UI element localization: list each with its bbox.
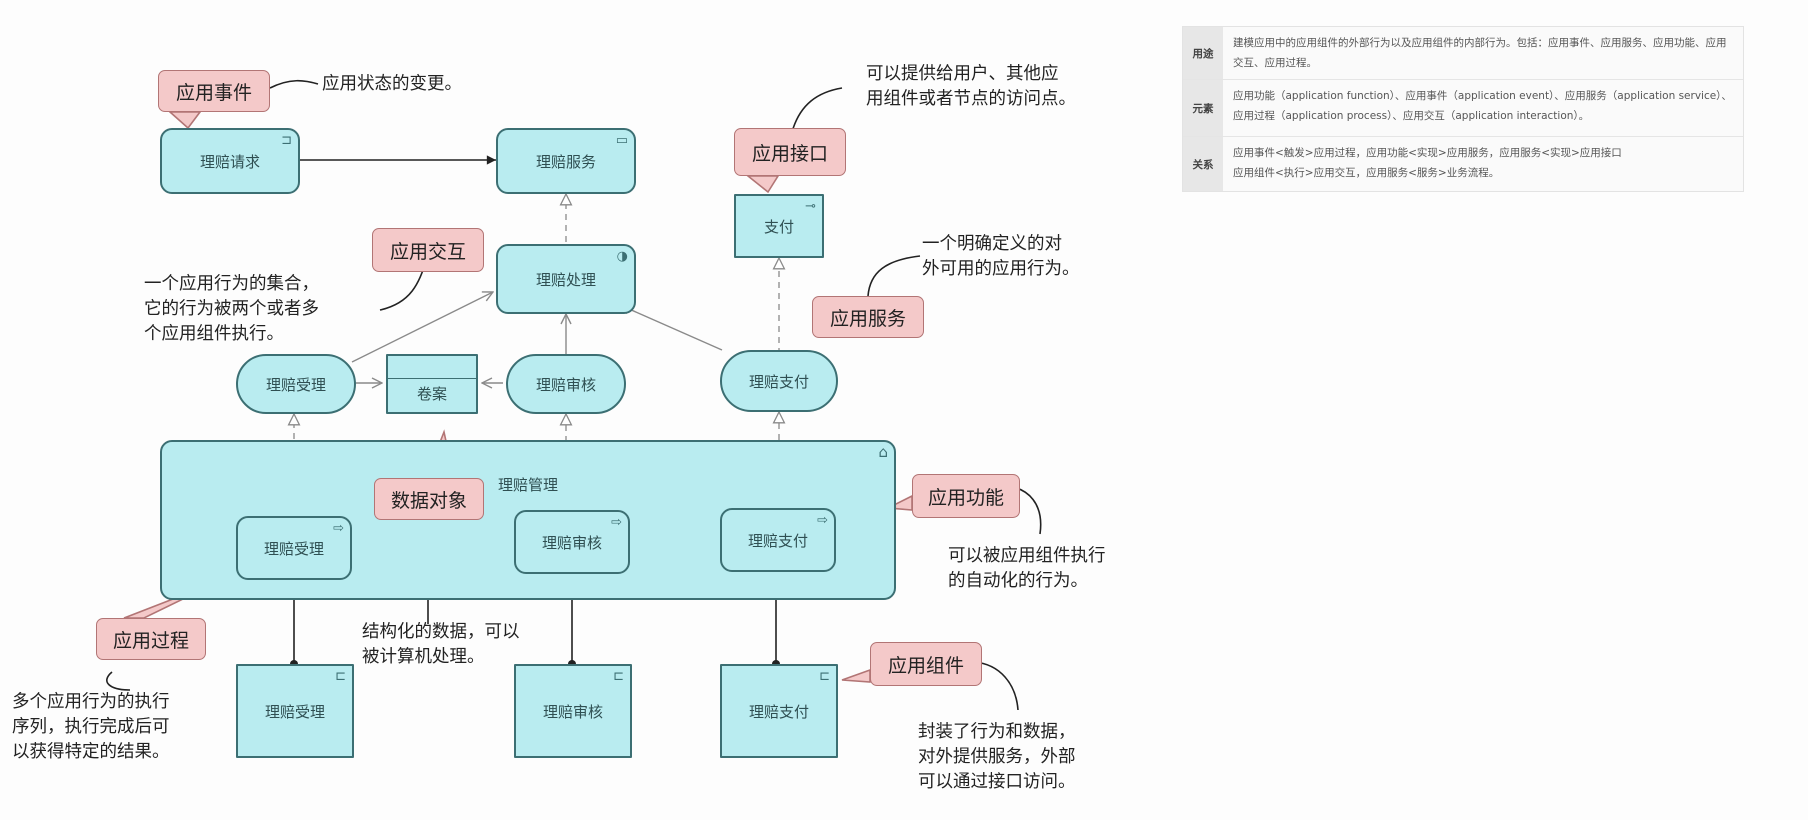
node-archive-data-object[interactable]: 卷案: [386, 354, 478, 414]
node-label: 理赔审核: [542, 702, 603, 721]
info-body: 应用功能（application function）、应用事件（applicat…: [1233, 90, 1732, 122]
node-review-component[interactable]: ⊏ 理赔审核: [514, 664, 632, 758]
node-review-function[interactable]: ⇨ 理赔审核: [514, 510, 630, 574]
info-head: 元素: [1183, 80, 1223, 136]
node-label: 理赔请求: [199, 152, 260, 171]
node-claim-request[interactable]: ⊐ 理赔请求: [160, 128, 300, 194]
node-pay-service[interactable]: 理赔支付: [720, 350, 838, 412]
tail-app-interface: [745, 175, 780, 194]
note-function: 可以被应用组件执行 的自动化的行为。: [948, 546, 1106, 591]
node-label: 理赔处理: [535, 270, 596, 289]
note-service: 一个明确定义的对 外可用的应用行为。: [922, 234, 1080, 279]
note-data: 结构化的数据，可以 被计算机处理。: [362, 622, 520, 667]
tail-app-component: [841, 668, 871, 683]
info-row-relations: 关系 应用事件<触发>应用过程，应用功能<实现>应用服务，应用服务<实现>应用接…: [1183, 137, 1743, 191]
component-icon: ⊏: [613, 669, 624, 684]
node-label: 理赔服务: [535, 152, 596, 171]
callout-app-component: 应用组件: [870, 642, 982, 686]
interaction-icon: ◑: [616, 249, 628, 264]
callout-app-function: 应用功能: [912, 474, 1020, 518]
flow-accept-to-interaction: [351, 292, 493, 363]
process-icon: ⇨: [611, 515, 622, 530]
node-accept-service[interactable]: 理赔受理: [236, 354, 356, 414]
leader-interface: [791, 87, 843, 133]
data-object-header-line: [388, 378, 476, 379]
info-body: 建模应用中的应用组件的外部行为以及应用组件的内部行为。包括：应用事件、应用服务、…: [1233, 37, 1727, 69]
process-icon: ⇨: [817, 513, 828, 528]
tail-app-event: [167, 111, 202, 130]
node-label: 理赔支付: [747, 531, 808, 550]
node-label: 理赔受理: [265, 375, 326, 394]
info-head: 关系: [1183, 137, 1223, 191]
note-event: 应用状态的变更。: [322, 74, 462, 94]
node-review-service[interactable]: 理赔审核: [506, 354, 626, 414]
info-table: 用途 建模应用中的应用组件的外部行为以及应用组件的内部行为。包括：应用事件、应用…: [1182, 26, 1744, 192]
node-label: 理赔受理: [264, 702, 325, 721]
node-label: 理赔支付: [748, 372, 809, 391]
node-label: 理赔审核: [541, 533, 602, 552]
node-label: 理赔受理: [263, 539, 324, 558]
function-icon: ⌂: [878, 443, 888, 461]
callout-app-event: 应用事件: [158, 70, 270, 112]
node-accept-component[interactable]: ⊏ 理赔受理: [236, 664, 354, 758]
process-icon: ⇨: [333, 521, 344, 536]
info-head: 用途: [1183, 27, 1223, 79]
note-process: 多个应用行为的执行 序列，执行完成后可 以获得特定的结果。: [12, 692, 170, 762]
node-label: 支付: [763, 217, 794, 236]
leader-process: [106, 671, 131, 691]
node-label: 理赔支付: [748, 702, 809, 721]
callout-app-interaction: 应用交互: [372, 228, 484, 272]
callout-data-object: 数据对象: [374, 478, 484, 520]
note-interaction: 一个应用行为的集合， 它的行为被两个或者多 个应用组件执行。: [144, 274, 319, 344]
node-accept-function[interactable]: ⇨ 理赔受理: [236, 516, 352, 580]
node-claim-interaction[interactable]: ◑ 理赔处理: [496, 244, 636, 314]
service-icon: ▭: [615, 133, 628, 148]
note-component: 封装了行为和数据， 对外提供服务，外部 可以通过接口访问。: [918, 722, 1076, 792]
callout-app-process: 应用过程: [96, 618, 206, 660]
node-label: 卷案: [416, 385, 447, 403]
info-body: 应用事件<触发>应用过程，应用功能<实现>应用服务，应用服务<实现>应用接口 应…: [1233, 147, 1622, 179]
info-row-elements: 元素 应用功能（application function）、应用事件（appli…: [1183, 80, 1743, 137]
flow-pay-to-interaction: [620, 305, 723, 351]
node-pay-function[interactable]: ⇨ 理赔支付: [720, 508, 836, 572]
callout-app-service: 应用服务: [812, 296, 924, 338]
component-icon: ⊏: [819, 669, 830, 684]
node-pay-component[interactable]: ⊏ 理赔支付: [720, 664, 838, 758]
component-icon: ⊏: [335, 669, 346, 684]
leader-service: [867, 255, 921, 297]
node-label: 理赔管理: [497, 476, 558, 494]
info-row-usage: 用途 建模应用中的应用组件的外部行为以及应用组件的内部行为。包括：应用事件、应用…: [1183, 27, 1743, 80]
callout-app-interface: 应用接口: [734, 128, 846, 176]
node-pay-interface[interactable]: ⊸ 支付: [734, 194, 824, 258]
node-claim-service[interactable]: ▭ 理赔服务: [496, 128, 636, 194]
note-interface: 可以提供给用户、其他应 用组件或者节点的访问点。: [866, 64, 1076, 109]
interface-icon: ⊸: [805, 199, 816, 214]
leader-event: [269, 79, 319, 89]
node-label: 理赔审核: [535, 375, 596, 394]
event-icon: ⊐: [281, 133, 292, 148]
